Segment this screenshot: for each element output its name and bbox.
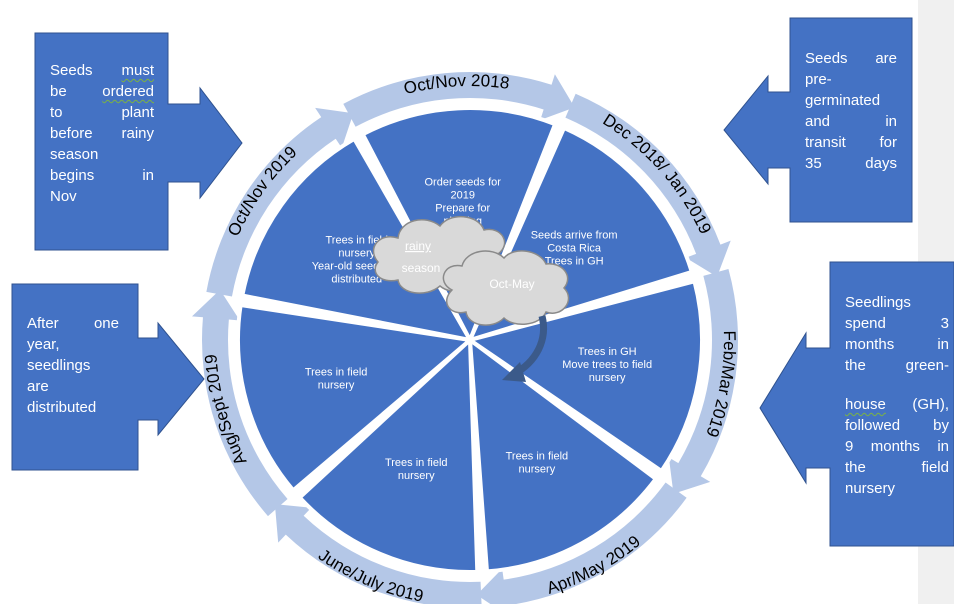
ring-arrow-icon <box>343 72 575 127</box>
ring-arrow-icon <box>565 93 731 277</box>
callout-top-left-text: Seeds must be ordered to plant before ra… <box>50 62 154 205</box>
oct-may-cloud: Oct-May <box>442 250 570 326</box>
word-be: be <box>50 83 67 100</box>
ring-arrow-icon <box>206 107 354 297</box>
segment-text-line: Costa Rica <box>547 243 602 255</box>
segment-text-line: Trees in field <box>325 235 388 247</box>
segment-text-line: Trees in GH <box>545 256 604 268</box>
callout-right-text: Seedlings spend 3 months in the green- h… <box>845 294 950 497</box>
segment-text-line: Trees in field <box>305 367 368 379</box>
segment-text-line: Move trees to field <box>562 359 652 371</box>
pie-segment <box>465 278 704 474</box>
callout-top-right-text: Seeds are pre- germinated and in transit… <box>805 50 897 172</box>
segment-text-line: Trees in field <box>506 451 569 463</box>
word-ordered: ordered <box>102 83 154 100</box>
cloud-label-line2: season <box>402 261 441 275</box>
segment-text-line: Order seeds for <box>425 176 502 188</box>
cloud-label-line1: rainy <box>405 239 431 253</box>
pie-segment <box>236 302 475 494</box>
segment-text-line: distributed <box>331 274 382 286</box>
segment-text-line: Prepare for <box>435 202 490 214</box>
segment-text-line: Seeds arrive from <box>531 230 618 242</box>
ring-arrow-icon <box>192 289 288 517</box>
curved-arrow-head-icon <box>502 362 526 382</box>
segment-text-line: nursery <box>318 380 355 392</box>
ring-arrow-icon <box>668 269 738 494</box>
pie-segment <box>467 335 659 574</box>
ring-arrow-icon <box>476 482 687 604</box>
segment-text-line: Trees in field <box>385 457 448 469</box>
word-house: house <box>845 396 886 413</box>
ring-arrow-icon <box>274 504 482 604</box>
segment-text-line: nursery <box>589 372 626 384</box>
pie-segment <box>296 335 480 574</box>
segment-text-line: nursery <box>338 248 375 260</box>
cloud-label-oct-may: Oct-May <box>489 277 534 291</box>
segment-text-line: Trees in GH <box>578 346 637 358</box>
segment-text-line: nursery <box>519 464 556 476</box>
ring-period-label: Feb/Mar 2019 <box>702 330 739 439</box>
segment-text-line: 2019 <box>450 189 474 201</box>
word-must: must <box>121 62 154 79</box>
callout-left-text: After one year, seedlings are distribute… <box>27 315 119 416</box>
word-seeds: Seeds <box>50 62 93 79</box>
segment-text-line: nursery <box>398 470 435 482</box>
ring-arrows <box>192 72 738 604</box>
